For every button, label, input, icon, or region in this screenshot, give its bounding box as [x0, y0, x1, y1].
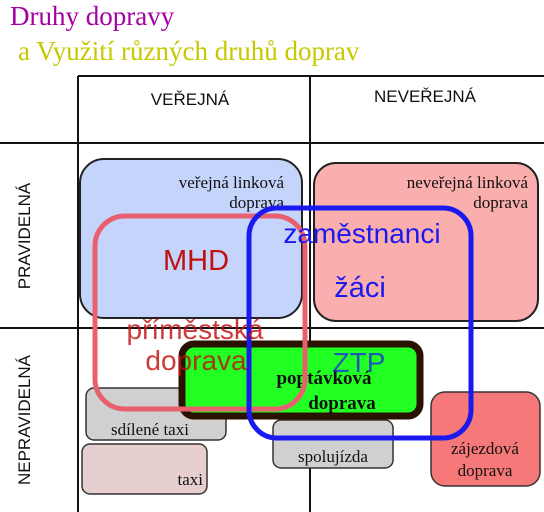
suburban-label-1: příměstská — [127, 314, 264, 345]
blue-group-outline — [246, 205, 474, 441]
nonpublic-line-transport-label-1: neveřejná linková — [407, 173, 529, 192]
mhd-label: MHD — [163, 245, 229, 277]
suburban-group-outline — [92, 213, 308, 412]
students-label: žáci — [334, 272, 386, 304]
public-line-transport-label-1: veřejná linková — [179, 173, 285, 192]
on-demand-transport-box — [178, 340, 424, 420]
suburban-label-2: doprava — [145, 345, 247, 376]
nonpublic-line-transport-label-2: doprava — [473, 193, 528, 212]
nonpublic-line-transport-box — [313, 162, 539, 322]
row-header-regular: PRAVIDELNÁ — [15, 182, 34, 289]
title-line-1: Druhy dopravy — [10, 1, 175, 31]
row-header-irregular: NEPRAVIDELNÁ — [15, 354, 34, 485]
shared-taxi-label: sdílené taxi — [111, 420, 189, 439]
column-header-nonpublic: NEVEŘEJNÁ — [374, 87, 477, 106]
employees-label: zaměstnanci — [283, 218, 440, 249]
charter-label-2: doprava — [458, 461, 513, 480]
taxi-label: taxi — [178, 470, 204, 489]
ztp-label: ZTP — [333, 347, 386, 378]
title-line-2: a Využití různých druhů doprav — [18, 36, 360, 66]
column-header-public: VEŘEJNÁ — [151, 90, 230, 109]
on-demand-transport-label-2: doprava — [308, 393, 376, 414]
taxi-box — [81, 443, 208, 495]
carpool-label: spolujízda — [298, 447, 368, 466]
carpool-box — [272, 419, 394, 469]
on-demand-transport-label-1: poptávková — [276, 368, 372, 389]
charter-label-1: zájezdová — [451, 439, 519, 458]
